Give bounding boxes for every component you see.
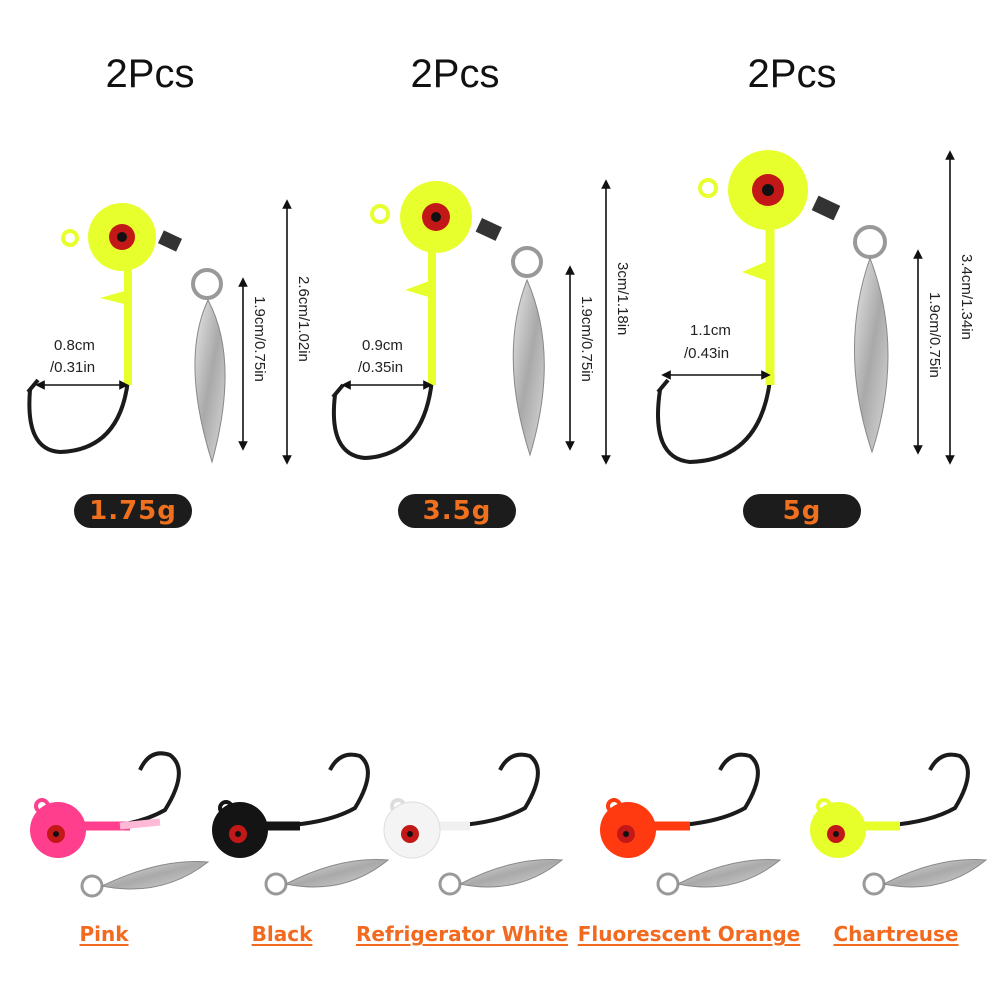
color-jig-orange — [600, 752, 782, 896]
gap-label-1: 0.8cm — [54, 337, 95, 354]
color-label-chartreuse: Chartreuse — [833, 922, 959, 946]
quantity-label-1: 2Pcs — [105, 52, 195, 96]
dimension-lines — [35, 150, 955, 465]
quantity-label-3: 2Pcs — [747, 52, 837, 96]
gap-inch-label-1: /0.31in — [50, 359, 95, 376]
color-label-black: Black — [251, 922, 313, 946]
quantity-label-2: 2Pcs — [410, 52, 500, 96]
color-jig-chartreuse — [810, 752, 988, 896]
blade-label-1: 1.9cm/0.75in — [251, 296, 268, 382]
color-jig-pink — [30, 751, 210, 898]
color-jig-black — [212, 752, 390, 896]
blade-label-2: 1.9cm/0.75in — [578, 296, 595, 382]
weight-badge-1: 1.75g — [74, 494, 192, 528]
jig-size-3 — [656, 150, 889, 465]
color-label-pink: Pink — [79, 922, 129, 946]
length-label-2: 3cm/1.18in — [614, 262, 631, 335]
gap-inch-label-3: /0.43in — [684, 345, 729, 362]
gap-label-2: 0.9cm — [362, 337, 403, 354]
color-label-white: Refrigerator White — [355, 922, 569, 946]
gap-label-3: 1.1cm — [690, 322, 731, 339]
gap-inch-label-2: /0.35in — [358, 359, 403, 376]
jig-size-1 — [26, 203, 226, 464]
blade-label-3: 1.9cm/0.75in — [926, 292, 943, 378]
color-jig-white — [383, 752, 564, 896]
jig-size-2 — [331, 181, 545, 461]
color-label-orange: Fluorescent Orange — [577, 922, 801, 946]
weight-badge-3: 5g — [743, 494, 861, 528]
length-label-3: 3.4cm/1.34in — [958, 254, 975, 340]
length-label-1: 2.6cm/1.02in — [295, 276, 312, 362]
weight-badge-2: 3.5g — [398, 494, 516, 528]
